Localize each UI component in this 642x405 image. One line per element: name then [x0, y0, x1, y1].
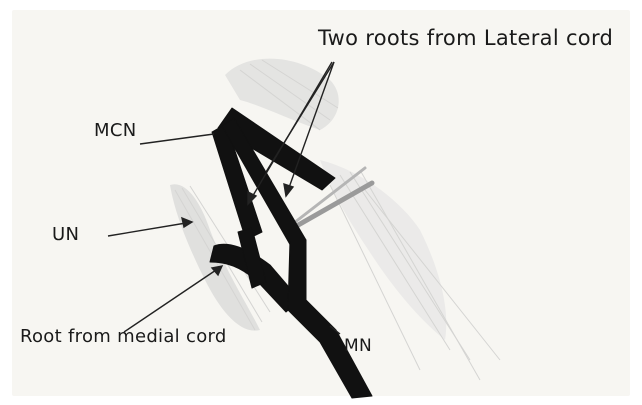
- leader-root: [124, 266, 222, 332]
- leader-mcn: [140, 134, 214, 144]
- un-label: UN: [52, 224, 79, 245]
- mn-label: MN: [344, 336, 372, 356]
- mcn-label: MCN: [94, 120, 136, 141]
- lateral-cord-roots-label: Two roots from Lateral cord: [318, 26, 613, 50]
- leader-un: [108, 222, 192, 236]
- median-nerve-trunk: [288, 240, 372, 398]
- arrowhead-root-2: [284, 184, 293, 196]
- medial-cord-root-label: Root from medial cord: [20, 326, 227, 347]
